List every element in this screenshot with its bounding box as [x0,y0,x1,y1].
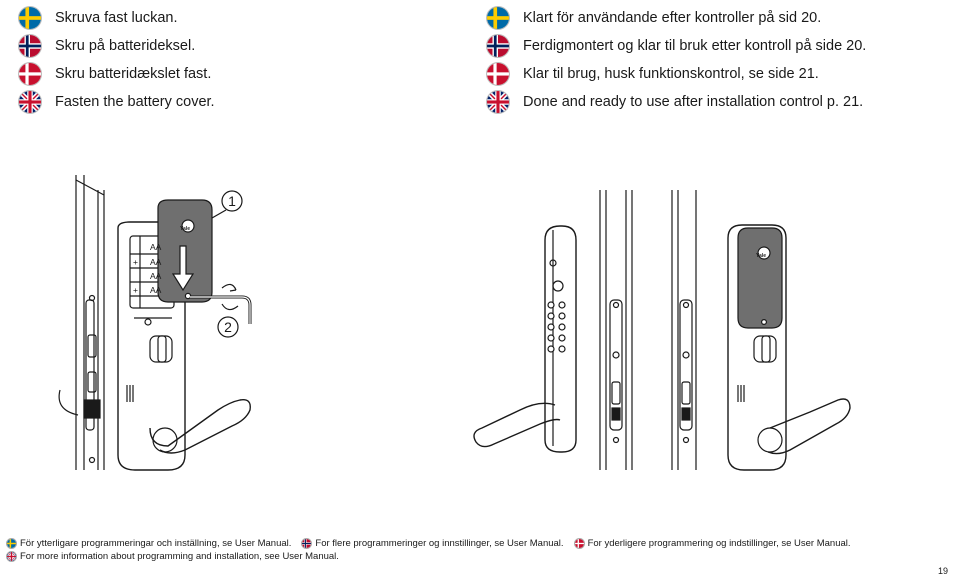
norwegian-flag-icon [301,538,313,549]
instruction-text: Skruva fast luckan. [55,10,178,26]
instruction-text: Ferdigmontert og klar til bruk etter kon… [523,38,867,54]
swedish-flag-icon [6,538,17,549]
instruction-se-left: Skruva fast luckan. [18,5,178,31]
footer-text-uk: For more information about programming a… [20,551,339,562]
uk-flag-icon [486,90,510,114]
instruction-uk-right: Done and ready to use after installation… [486,89,863,115]
door-with-battery-compartment [58,175,252,471]
danish-flag-icon [486,62,510,86]
outside-keypad-lock [473,190,697,470]
battery-sign: + [133,257,138,267]
step-1-label: 1 [228,193,236,209]
battery-label: AA [150,271,162,281]
instruction-text: Skru på batterideksel. [55,38,196,54]
instruction-text: Skru batteridækslet fast. [55,66,212,82]
footer-line-2: For more information about programming a… [6,551,339,562]
footer-line-1: För ytterligare programmeringar och inst… [6,538,851,549]
battery-label: AA [150,285,162,295]
uk-flag-icon [18,90,42,114]
danish-flag-icon [573,538,585,549]
instruction-text: Fasten the battery cover. [55,94,215,110]
instruction-no-left: Skru på batterideksel. [18,33,195,59]
battery-label: AA [150,242,162,252]
uk-flag-icon [6,551,17,562]
inside-lock-assembled: Yale [727,224,851,471]
norwegian-flag-icon [486,34,510,58]
norwegian-flag-icon [18,34,42,58]
page-number: 19 [937,566,948,576]
step-1-circle [221,190,243,212]
instruction-se-right: Klart för användande efter kontroller på… [486,5,821,31]
instruction-dk-right: Klar til brug, husk funktionskontrol, se… [486,61,819,87]
footer-text-se: För ytterligare programmeringar och inst… [20,538,292,549]
footer-text-no: For flere programmeringer og innstilling… [315,538,564,549]
instruction-dk-left: Skru batteridækslet fast. [18,61,211,87]
instruction-text: Klar til brug, husk funktionskontrol, se… [523,66,819,82]
swedish-flag-icon [486,6,510,30]
footer-text-dk: For yderligere programmering og indstill… [587,538,851,549]
step-2-label: 2 [224,319,232,335]
instruction-text: Done and ready to use after installation… [523,94,864,110]
instruction-no-right: Ferdigmontert og klar til bruk etter kon… [486,33,866,59]
battery-label: AA [150,257,162,267]
instruction-text: Klart för användande efter kontroller på… [523,10,822,26]
swedish-flag-icon [18,6,42,30]
instruction-uk-left: Fasten the battery cover. [18,89,215,115]
yale-logo: Yale [180,226,190,232]
battery-sign: + [133,285,138,295]
step-2-circle [217,316,239,338]
yale-logo: Yale [756,253,766,259]
danish-flag-icon [18,62,42,86]
